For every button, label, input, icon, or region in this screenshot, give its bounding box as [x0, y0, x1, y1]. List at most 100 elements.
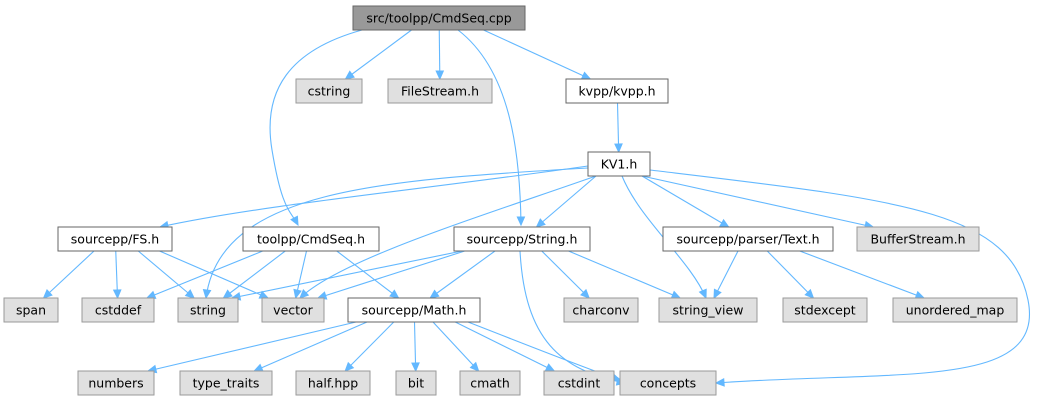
node-box [543, 370, 615, 396]
node-root[interactable]: src/toolpp/CmdSeq.cpp [352, 5, 526, 31]
node-label: span [16, 303, 46, 318]
node-box [77, 370, 155, 396]
edge-fs-to-cstddef-arrowhead [112, 289, 122, 300]
edge-math-to-cstdint-arrowhead [544, 363, 556, 372]
edge-kv1-to-vector-arrowhead [299, 288, 310, 299]
edge-cmdseq-to-math-arrowhead [389, 289, 400, 299]
node-label: sourcepp/Math.h [362, 303, 467, 318]
node-cstddef[interactable]: cstddef [81, 297, 155, 323]
node-box [565, 78, 669, 104]
edge-strh-to-string [231, 250, 463, 299]
edge-strh-to-charconv [541, 250, 590, 299]
node-kvpp[interactable]: kvpp/kvpp.h [565, 78, 669, 104]
edge-cmdseq-to-string [223, 250, 286, 299]
node-box [782, 297, 868, 323]
edge-math-to-numbers [147, 321, 357, 372]
node-box [453, 226, 591, 252]
node-box [459, 370, 521, 396]
edge-text-to-string_view-arrowhead [713, 288, 722, 300]
node-box [892, 297, 1018, 323]
node-label: cstddef [95, 303, 142, 318]
node-label: string [190, 303, 226, 318]
node-unordered-map[interactable]: unordered_map [892, 297, 1018, 323]
edge-kv1-to-concepts-arrowhead [714, 378, 725, 387]
node-stdexcept[interactable]: stdexcept [782, 297, 868, 323]
edge-strh-to-string_view [568, 250, 681, 299]
node-cstdint[interactable]: cstdint [543, 370, 615, 396]
node-box [57, 226, 173, 252]
node-label: sourcepp/parser/Text.h [676, 232, 819, 247]
edge-root-to-cmdseq-arrowhead [290, 215, 299, 227]
edge-kvpp-to-kv1-arrowhead [614, 143, 623, 154]
node-label: sourcepp/FS.h [71, 232, 159, 247]
node-strh[interactable]: sourcepp/String.h [453, 226, 591, 252]
node-label: stdexcept [794, 303, 855, 318]
edge-fs-to-string-arrowhead [184, 289, 195, 299]
edge-kv1-to-concepts [649, 169, 1031, 384]
node-label: FileStream.h [401, 84, 479, 99]
edge-root-to-cmdseq [269, 29, 363, 226]
node-bufferstream[interactable]: BufferStream.h [856, 226, 980, 252]
node-label: half.hpp [308, 376, 358, 391]
node-label: toolpp/CmdSeq.h [257, 232, 365, 247]
edge-math-to-type_traits-arrowhead [253, 363, 264, 372]
node-charconv[interactable]: charconv [563, 297, 639, 323]
node-box [856, 226, 980, 252]
node-box [395, 370, 437, 396]
edge-cmdseq-to-math [336, 250, 399, 299]
node-cmath[interactable]: cmath [459, 370, 521, 396]
edge-fs-to-span-arrowhead [42, 289, 53, 299]
node-label: vector [273, 303, 314, 318]
node-kv1[interactable]: KV1.h [587, 151, 651, 177]
node-box [3, 297, 59, 323]
edge-kv1-to-string-arrowhead [202, 289, 212, 300]
node-box [387, 78, 493, 104]
node-box [179, 370, 273, 396]
edge-kv1-to-strh [536, 175, 597, 228]
edge-kv1-to-strh-arrowhead [535, 218, 546, 228]
edge-kv1-to-fs [159, 165, 589, 228]
edge-kv1-to-text-arrowhead [719, 218, 730, 228]
node-numbers[interactable]: numbers [77, 370, 155, 396]
node-label: cstring [308, 84, 351, 99]
edge-cmdseq-to-vector-arrowhead [293, 288, 302, 300]
edge-math-to-half [344, 321, 395, 372]
node-cstring[interactable]: cstring [295, 78, 363, 104]
node-box [347, 297, 481, 323]
node-text[interactable]: sourcepp/parser/Text.h [662, 226, 834, 252]
node-math[interactable]: sourcepp/Math.h [347, 297, 481, 323]
node-concepts[interactable]: concepts [619, 370, 717, 396]
node-cmdseq[interactable]: toolpp/CmdSeq.h [242, 226, 380, 252]
edge-kv1-to-string [205, 167, 589, 299]
node-string[interactable]: string [177, 297, 239, 323]
node-label: charconv [572, 303, 630, 318]
node-bit[interactable]: bit [395, 370, 437, 396]
node-type-traits[interactable]: type_traits [179, 370, 273, 396]
edge-text-to-stdexcept-arrowhead [804, 288, 815, 299]
edge-strh-to-charconv-arrowhead [580, 288, 591, 299]
edge-math-to-cmath [432, 321, 480, 372]
edge-strh-to-string_view-arrowhead [670, 290, 682, 299]
edge-text-to-stdexcept [766, 250, 814, 299]
node-layer: src/toolpp/CmdSeq.cpp cstring FileStream.h… [3, 5, 1018, 396]
edge-kv1-to-vector [299, 175, 597, 299]
edge-fs-to-span [43, 250, 95, 299]
node-fs[interactable]: sourcepp/FS.h [57, 226, 173, 252]
edge-root-to-strh-arrowhead [516, 216, 526, 227]
node-filestream[interactable]: FileStream.h [387, 78, 493, 104]
node-box [295, 78, 363, 104]
edge-text-to-string_view [713, 250, 739, 299]
node-vector[interactable]: vector [261, 297, 325, 323]
edge-math-to-cstdint [455, 321, 555, 372]
node-label: cmath [470, 376, 510, 391]
node-box [619, 370, 717, 396]
node-span[interactable]: span [3, 297, 59, 323]
node-half[interactable]: half.hpp [295, 370, 371, 396]
edge-fs-to-vector [159, 250, 269, 299]
edge-root-to-filestream-arrowhead [435, 70, 445, 81]
node-label: sourcepp/String.h [467, 232, 578, 247]
edge-kv1-to-string_view-arrowhead [698, 288, 707, 300]
node-string-view[interactable]: string_view [658, 297, 758, 323]
